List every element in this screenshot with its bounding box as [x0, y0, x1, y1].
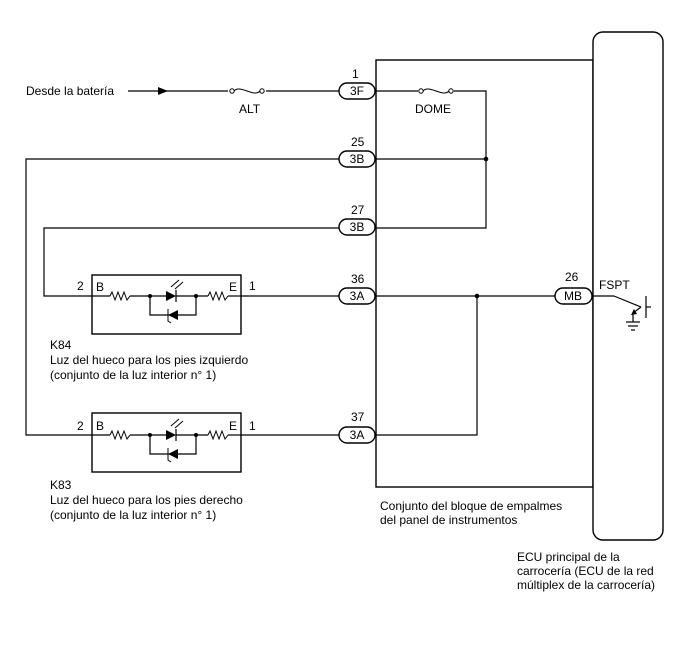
- connector-3f: [338, 82, 376, 100]
- pin-1-label: 1: [352, 67, 359, 81]
- k83-term-e: E: [229, 419, 237, 433]
- resistor-icon: [109, 290, 131, 302]
- k84-term-e: E: [229, 280, 237, 294]
- transistor-ground-icon: [593, 295, 651, 331]
- k84-id: K84: [50, 338, 72, 352]
- connector-3b-27-label: 3B: [350, 220, 365, 234]
- k83-feed-wire: [25, 158, 339, 436]
- k84-term-b: B: [96, 280, 104, 294]
- battery-source-label: Desde la batería: [26, 84, 114, 98]
- junction-dot: [474, 293, 480, 299]
- k84-pin-left: 2: [77, 279, 84, 293]
- junction-dot: [483, 156, 489, 162]
- arrow-icon: [158, 87, 168, 95]
- k84-light-assembly: 2 1 B E: [77, 274, 256, 335]
- resistor-icon: [207, 429, 229, 441]
- fuse-dome-icon: [422, 88, 450, 94]
- k84-pin-right: 1: [249, 279, 256, 293]
- connector-3a-36-label: 3A: [350, 289, 365, 303]
- k83-pin-right: 1: [249, 419, 256, 433]
- fuse-alt-label: ALT: [239, 102, 261, 116]
- pin-27-label: 27: [351, 203, 365, 217]
- k84-feed-wire: [43, 227, 339, 297]
- led-icon: [166, 291, 176, 301]
- connector-3b-27: [338, 218, 376, 236]
- k83-pin-left: 2: [77, 419, 84, 433]
- pin-25-label: 25: [351, 135, 365, 149]
- k83-term-b: B: [96, 419, 104, 433]
- junction-block-box: [375, 59, 594, 488]
- pin-36-label: 36: [351, 272, 365, 286]
- fuse-dome-label: DOME: [415, 102, 451, 116]
- fuse-alt-icon: [233, 88, 261, 94]
- k83-name: Luz del hueco para los pies derecho: [50, 493, 243, 507]
- k83-sub: (conjunto de la luz interior n° 1): [50, 508, 216, 522]
- ecu-label-1: ECU principal de la: [517, 550, 620, 564]
- connector-mb-label: MB: [564, 289, 582, 303]
- connector-3a-37-label: 3A: [350, 428, 365, 442]
- light-ray-icon: [170, 418, 180, 427]
- connector-3f-label: 3F: [350, 84, 364, 98]
- zener-diode-icon: [168, 449, 178, 459]
- k84-sub: (conjunto de la luz interior n° 1): [50, 368, 216, 382]
- signal-branch-wire: [376, 296, 478, 436]
- junction-block-label-2: del panel de instrumentos: [380, 513, 517, 527]
- zener-diode-icon: [168, 310, 178, 320]
- k83-light-assembly: 2 1 B E: [77, 412, 256, 473]
- light-ray-icon: [174, 420, 184, 429]
- led-icon: [166, 430, 176, 440]
- ecu-label-2: carrocería (ECU de la red: [517, 564, 654, 578]
- k84-name: Luz del hueco para los pies izquierdo: [50, 353, 248, 367]
- pin-37-label: 37: [351, 410, 365, 424]
- light-ray-icon: [174, 281, 184, 290]
- ecu-box: [592, 31, 664, 541]
- ecu-label-3: múltiplex de la carrocería): [517, 578, 655, 592]
- junction-block-label-1: Conjunto del bloque de empalmes: [380, 499, 562, 513]
- pin-26-label: 26: [565, 270, 579, 284]
- terminal-fspt-label: FSPT: [599, 278, 630, 292]
- connector-3b-25-label: 3B: [350, 152, 365, 166]
- light-ray-icon: [170, 279, 180, 288]
- resistor-icon: [109, 429, 131, 441]
- k83-id: K83: [50, 478, 72, 492]
- resistor-icon: [207, 290, 229, 302]
